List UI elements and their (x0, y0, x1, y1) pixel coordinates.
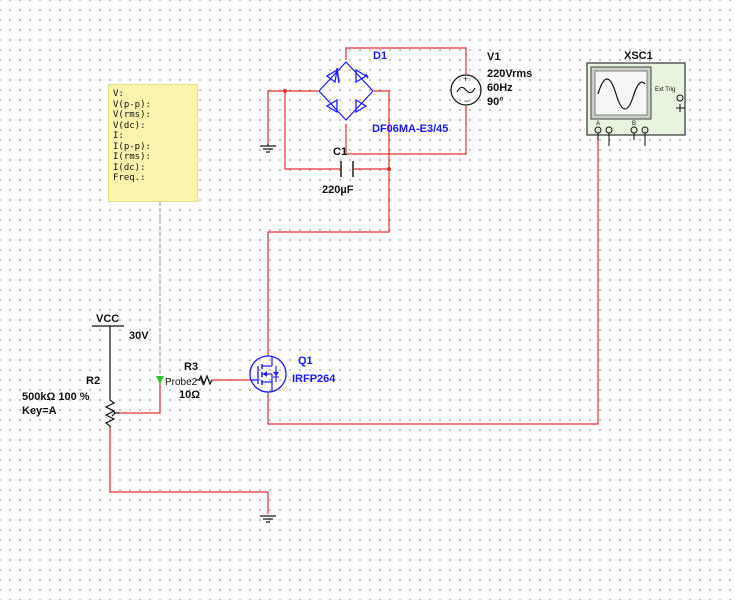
d1-model-label: DF06MA-E3/45 (372, 123, 448, 135)
probe-line-voltage-pp: V(p-p): (113, 99, 151, 110)
c1-ref-label: C1 (333, 146, 347, 158)
xsc1-ext-trig-label: Ext Trig (655, 87, 675, 93)
probe-line-current-rms: I(rms): (113, 152, 151, 162)
wire-probe-to-r2-wiper[interactable] (120, 380, 161, 414)
ground-symbol-top (260, 144, 276, 153)
vcc-source[interactable]: VCC 30V (92, 313, 149, 396)
wire-r2-to-ground[interactable] (109, 428, 269, 514)
xsc1-channel-b-label: B (632, 121, 636, 127)
oscilloscope-xsc1[interactable]: XSC1 Ext Trig A B (586, 50, 686, 146)
resistor-r3[interactable]: R3 10Ω (179, 361, 213, 401)
wire-bridge-left-to-ground[interactable] (267, 90, 318, 144)
ac-source-v1[interactable]: + − V1 220Vrms 60Hz 90° (450, 51, 532, 108)
probe-2[interactable]: Probe2 V (156, 376, 207, 388)
c1-value-label: 220µF (322, 184, 354, 196)
vcc-value-label: 30V (129, 330, 149, 342)
junction-dot (387, 167, 391, 171)
capacitor-c1[interactable]: C1 220µF (322, 146, 354, 196)
r3-ref-label: R3 (184, 361, 198, 373)
junction-dot (283, 89, 287, 93)
q1-model-label: IRFP264 (292, 373, 336, 385)
d1-ref-label: D1 (373, 50, 387, 62)
r3-value-label: 10Ω (179, 389, 200, 401)
scope-terminal-ext-trig[interactable] (676, 94, 684, 102)
wire-cap-left[interactable] (284, 91, 340, 170)
v1-phase-label: 90° (487, 96, 504, 108)
wire-bridge-bottom-to-v1[interactable] (345, 106, 467, 155)
ground-symbol-bottom (260, 515, 276, 523)
v1-amplitude-label: 220Vrms (487, 68, 532, 80)
vcc-ref-label: VCC (96, 313, 119, 325)
xsc1-ref-label: XSC1 (624, 50, 653, 62)
mosfet-q1[interactable]: Q1 IRFP264 (249, 355, 336, 393)
potentiometer-r2[interactable]: R2 500kΩ 100 % Key=A (22, 375, 120, 428)
probe-line-current-pp: I(p-p): (113, 141, 151, 152)
xsc1-channel-a-label: A (596, 121, 600, 127)
bridge-rectifier-d1[interactable]: D1 DF06MA-E3/45 (318, 50, 448, 135)
probe-line-voltage-rms: V(rms): (113, 110, 151, 120)
probe-label: Probe2 (165, 377, 198, 388)
r2-ref-label: R2 (86, 375, 100, 387)
wires[interactable] (109, 47, 599, 514)
v1-ref-label: V1 (487, 51, 500, 63)
probe-line-voltage-dc: V(dc): (113, 120, 146, 131)
sine-wave-icon (597, 78, 646, 110)
r2-value-label: 500kΩ 100 % (22, 391, 90, 403)
wire-bridge-right[interactable] (267, 90, 390, 356)
probe-readout-box[interactable]: V: V(p-p): V(rms): V(dc): I: I(p-p): I(r… (108, 84, 198, 202)
r2-key-label: Key=A (22, 405, 57, 417)
probe-marker-icon (156, 376, 164, 384)
v1-frequency-label: 60Hz (487, 82, 513, 94)
v1-minus-sign: − (464, 96, 469, 106)
probe-line-current: I: (113, 131, 124, 141)
wire-source-to-scope[interactable] (267, 136, 599, 425)
probe-line-voltage: V: (113, 89, 124, 99)
probe-line-current-dc: I(dc): (113, 162, 146, 173)
wire-bridge-top-to-v1[interactable] (345, 47, 467, 74)
q1-ref-label: Q1 (298, 355, 313, 367)
v1-plus-sign: + (463, 74, 468, 84)
probe-line-frequency: Freq.: (113, 173, 146, 183)
